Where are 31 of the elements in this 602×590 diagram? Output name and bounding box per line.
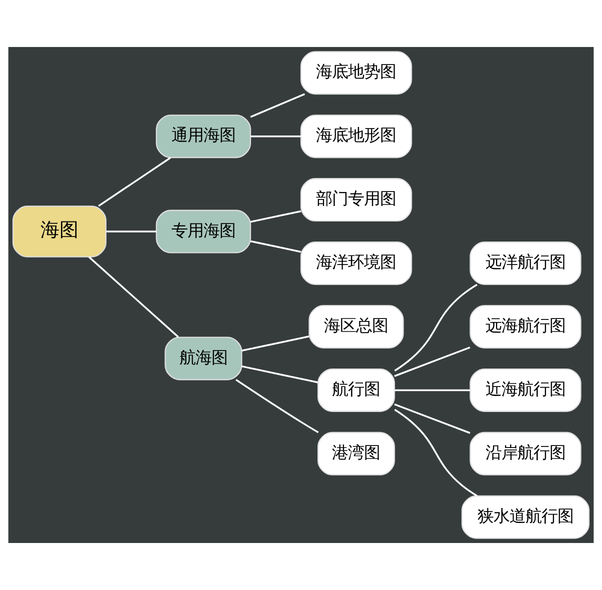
node-box: 远洋航行图 (470, 242, 582, 285)
connector (394, 403, 470, 434)
node-box: 海底地形图 (300, 114, 412, 158)
connector (250, 93, 306, 118)
connector (242, 336, 310, 352)
connector (106, 230, 156, 232)
connector (98, 156, 171, 207)
node-box: 通用海图 (156, 114, 252, 158)
node-box: 航海图 (164, 336, 242, 380)
connector (250, 210, 302, 223)
node-box: 专用海图 (156, 210, 252, 254)
connector (242, 365, 318, 384)
node-box: 航行图 (317, 368, 396, 412)
connector (394, 284, 478, 372)
node-box: 部门专用图 (300, 178, 412, 222)
connector (250, 135, 301, 138)
node-box: 近海航行图 (470, 368, 582, 412)
connector (88, 256, 179, 338)
node-box: 狭水道航行图 (461, 495, 590, 539)
node-box: 港湾图 (317, 432, 396, 476)
connector (394, 408, 478, 497)
node-box: 海区总图 (308, 305, 404, 348)
connector (394, 389, 470, 392)
connector (250, 240, 302, 253)
node-box: 海图 (12, 206, 106, 258)
connector (394, 346, 470, 377)
node-box: 沿岸航行图 (470, 432, 582, 476)
connector (236, 379, 319, 434)
node-box: 海底地势图 (300, 51, 412, 95)
node-box: 海洋环境图 (300, 242, 412, 285)
node-box: 远海航行图 (470, 305, 582, 348)
